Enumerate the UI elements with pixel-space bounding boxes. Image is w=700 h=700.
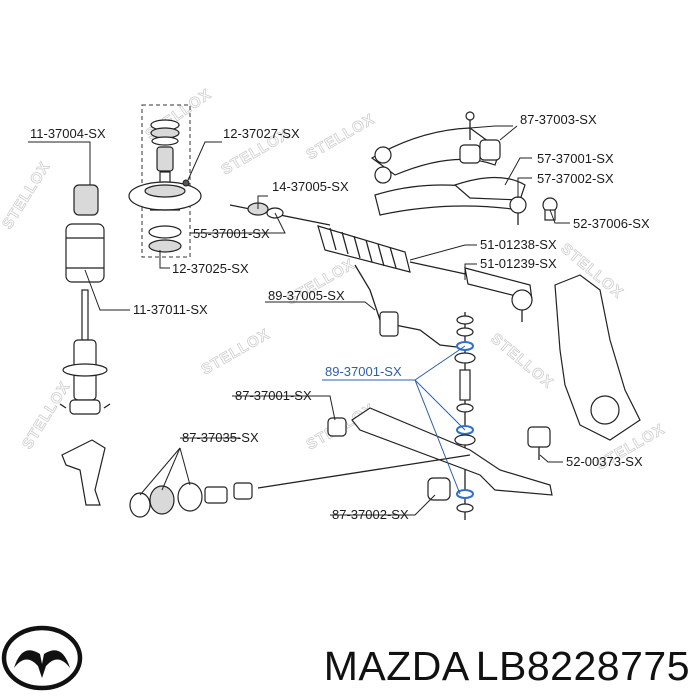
callout-label: 12-37027-SX (223, 126, 300, 141)
callout-label: 87-37035-SX (182, 430, 259, 445)
strut-mount-assembly (128, 104, 202, 258)
bump-stop-and-boot (65, 184, 105, 283)
stabilizer-link-stack (454, 312, 476, 520)
callout-label-highlighted: 89-37001-SX (325, 364, 402, 379)
callout-label: 11-37004-SX (30, 126, 106, 141)
callout-label: 87-37002-SX (332, 507, 409, 522)
callout-label: 52-00373-SX (566, 454, 643, 469)
watermark: STELLOX (487, 330, 556, 392)
callout-label: 55-37001-SX (193, 226, 270, 241)
callout-label: 52-37006-SX (573, 216, 650, 231)
callout-label: 14-37005-SX (272, 179, 349, 194)
watermark: STELLOX (19, 379, 74, 453)
steering-rack (229, 202, 533, 322)
callout-label: 51-01238-SX (480, 237, 557, 252)
lower-control-arm (129, 407, 553, 518)
shock-absorber (59, 289, 111, 506)
brand-name: MAZDA (323, 643, 470, 689)
stabilizer-bar (354, 264, 466, 349)
leader-lines (28, 125, 570, 516)
callout-label: 57-37002-SX (537, 171, 614, 186)
mazda-logo (1, 625, 83, 691)
upper-control-arm (370, 111, 558, 225)
steering-knuckle (527, 274, 641, 460)
callout-label: 87-37001-SX (235, 388, 312, 403)
callout-label: 57-37001-SX (537, 151, 614, 166)
watermark: STELLOX (199, 326, 273, 379)
callout-label: 89-37005-SX (268, 288, 345, 303)
callout-label: 51-01239-SX (480, 256, 557, 271)
watermark: STELLOX (0, 159, 54, 233)
callout-label: 87-37003-SX (520, 112, 597, 127)
callout-label: 11-37011-SX (133, 302, 208, 317)
callout-labels: 11-37004-SX 12-37027-SX 87-37003-SX 14-3… (30, 112, 650, 522)
watermark: STELLOX (304, 111, 378, 164)
callout-label: 12-37025-SX (172, 261, 249, 276)
part-number: LB8228775 (475, 643, 690, 689)
